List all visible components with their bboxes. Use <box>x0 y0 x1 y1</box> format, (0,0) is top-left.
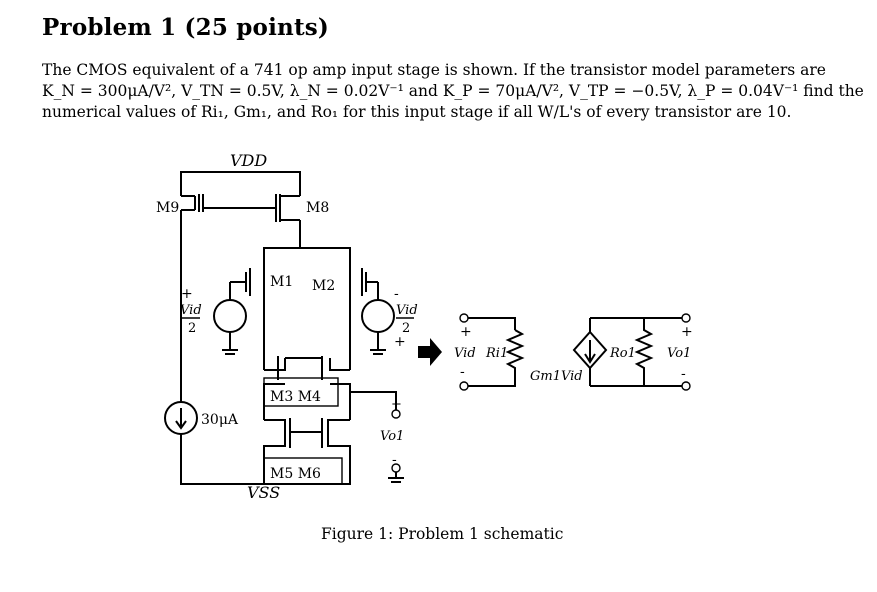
model-output-minus: - <box>681 366 686 382</box>
input-plus-terminal-icon[interactable] <box>459 313 469 323</box>
problem-title: Problem 1 (25 points) <box>42 14 329 41</box>
statement-line-3: numerical values of Ri₁, Gm₁, and Ro₁ fo… <box>42 103 792 121</box>
ri-resistor-icon <box>468 329 525 387</box>
ri-label: Ri1 <box>485 346 508 361</box>
model-output-plus: + <box>681 324 693 340</box>
vss-rail <box>180 434 351 485</box>
vo1-label: Vo1 <box>380 429 404 444</box>
vid-right-plus: + <box>394 334 406 350</box>
vid-right-source-icon <box>361 299 395 333</box>
statement-line-1: The CMOS equivalent of a 741 op amp inpu… <box>42 61 826 79</box>
vid-left-plus: + <box>181 286 193 302</box>
vid-right-label: Vid <box>396 303 418 318</box>
vo1-minus: - <box>392 452 397 468</box>
vid-left-source-icon <box>213 299 247 333</box>
small-signal-model: + - Vid Ri1 Gm1Vid Ro1 + - Vo1 <box>454 313 693 391</box>
output-minus-terminal-icon[interactable] <box>681 381 691 391</box>
ro-resistor-icon <box>634 318 654 386</box>
vo1-plus: + <box>391 397 402 412</box>
model-vid-label: Vid <box>454 346 476 361</box>
problem-statement: The CMOS equivalent of a 741 op amp inpu… <box>42 60 864 123</box>
tail-node-left <box>263 220 301 270</box>
statement-line-2: K_N = 300μA/V², V_TN = 0.5V, λ_N = 0.02V… <box>42 82 864 100</box>
vdd-rail <box>180 171 301 196</box>
input-minus-terminal-icon[interactable] <box>459 381 469 391</box>
equivalent-arrow-icon <box>418 338 442 366</box>
cmos-input-stage: VDD M9 M8 M1 M2 <box>156 151 418 502</box>
current-source-label: 30μA <box>201 412 239 428</box>
m3-m4-label: M3 M4 <box>270 389 321 405</box>
tail-node-right <box>300 247 351 270</box>
vss-label: VSS <box>247 483 280 502</box>
model-vo1-label: Vo1 <box>667 346 691 361</box>
m9-label: M9 <box>156 200 179 216</box>
vo1-terminal-icon[interactable] <box>391 409 401 419</box>
gm-label: Gm1Vid <box>530 369 583 384</box>
ro-label: Ro1 <box>609 346 636 361</box>
vid-left-label: Vid <box>180 303 202 318</box>
m8-label: M8 <box>306 200 329 216</box>
vid-left-den: 2 <box>188 321 196 336</box>
vid-right-minus: - <box>394 286 399 302</box>
model-input-plus: + <box>460 324 472 340</box>
vid-right-den: 2 <box>402 321 410 336</box>
m5-m6-label: M5 M6 <box>270 466 321 482</box>
vo1-wire <box>350 391 397 410</box>
model-input-minus: - <box>460 364 465 380</box>
output-plus-terminal-icon[interactable] <box>681 313 691 323</box>
vdd-label: VDD <box>230 151 267 170</box>
figure-caption: Figure 1: Problem 1 schematic <box>321 525 564 543</box>
m2-label: M2 <box>312 278 335 294</box>
m1-label: M1 <box>270 274 293 290</box>
